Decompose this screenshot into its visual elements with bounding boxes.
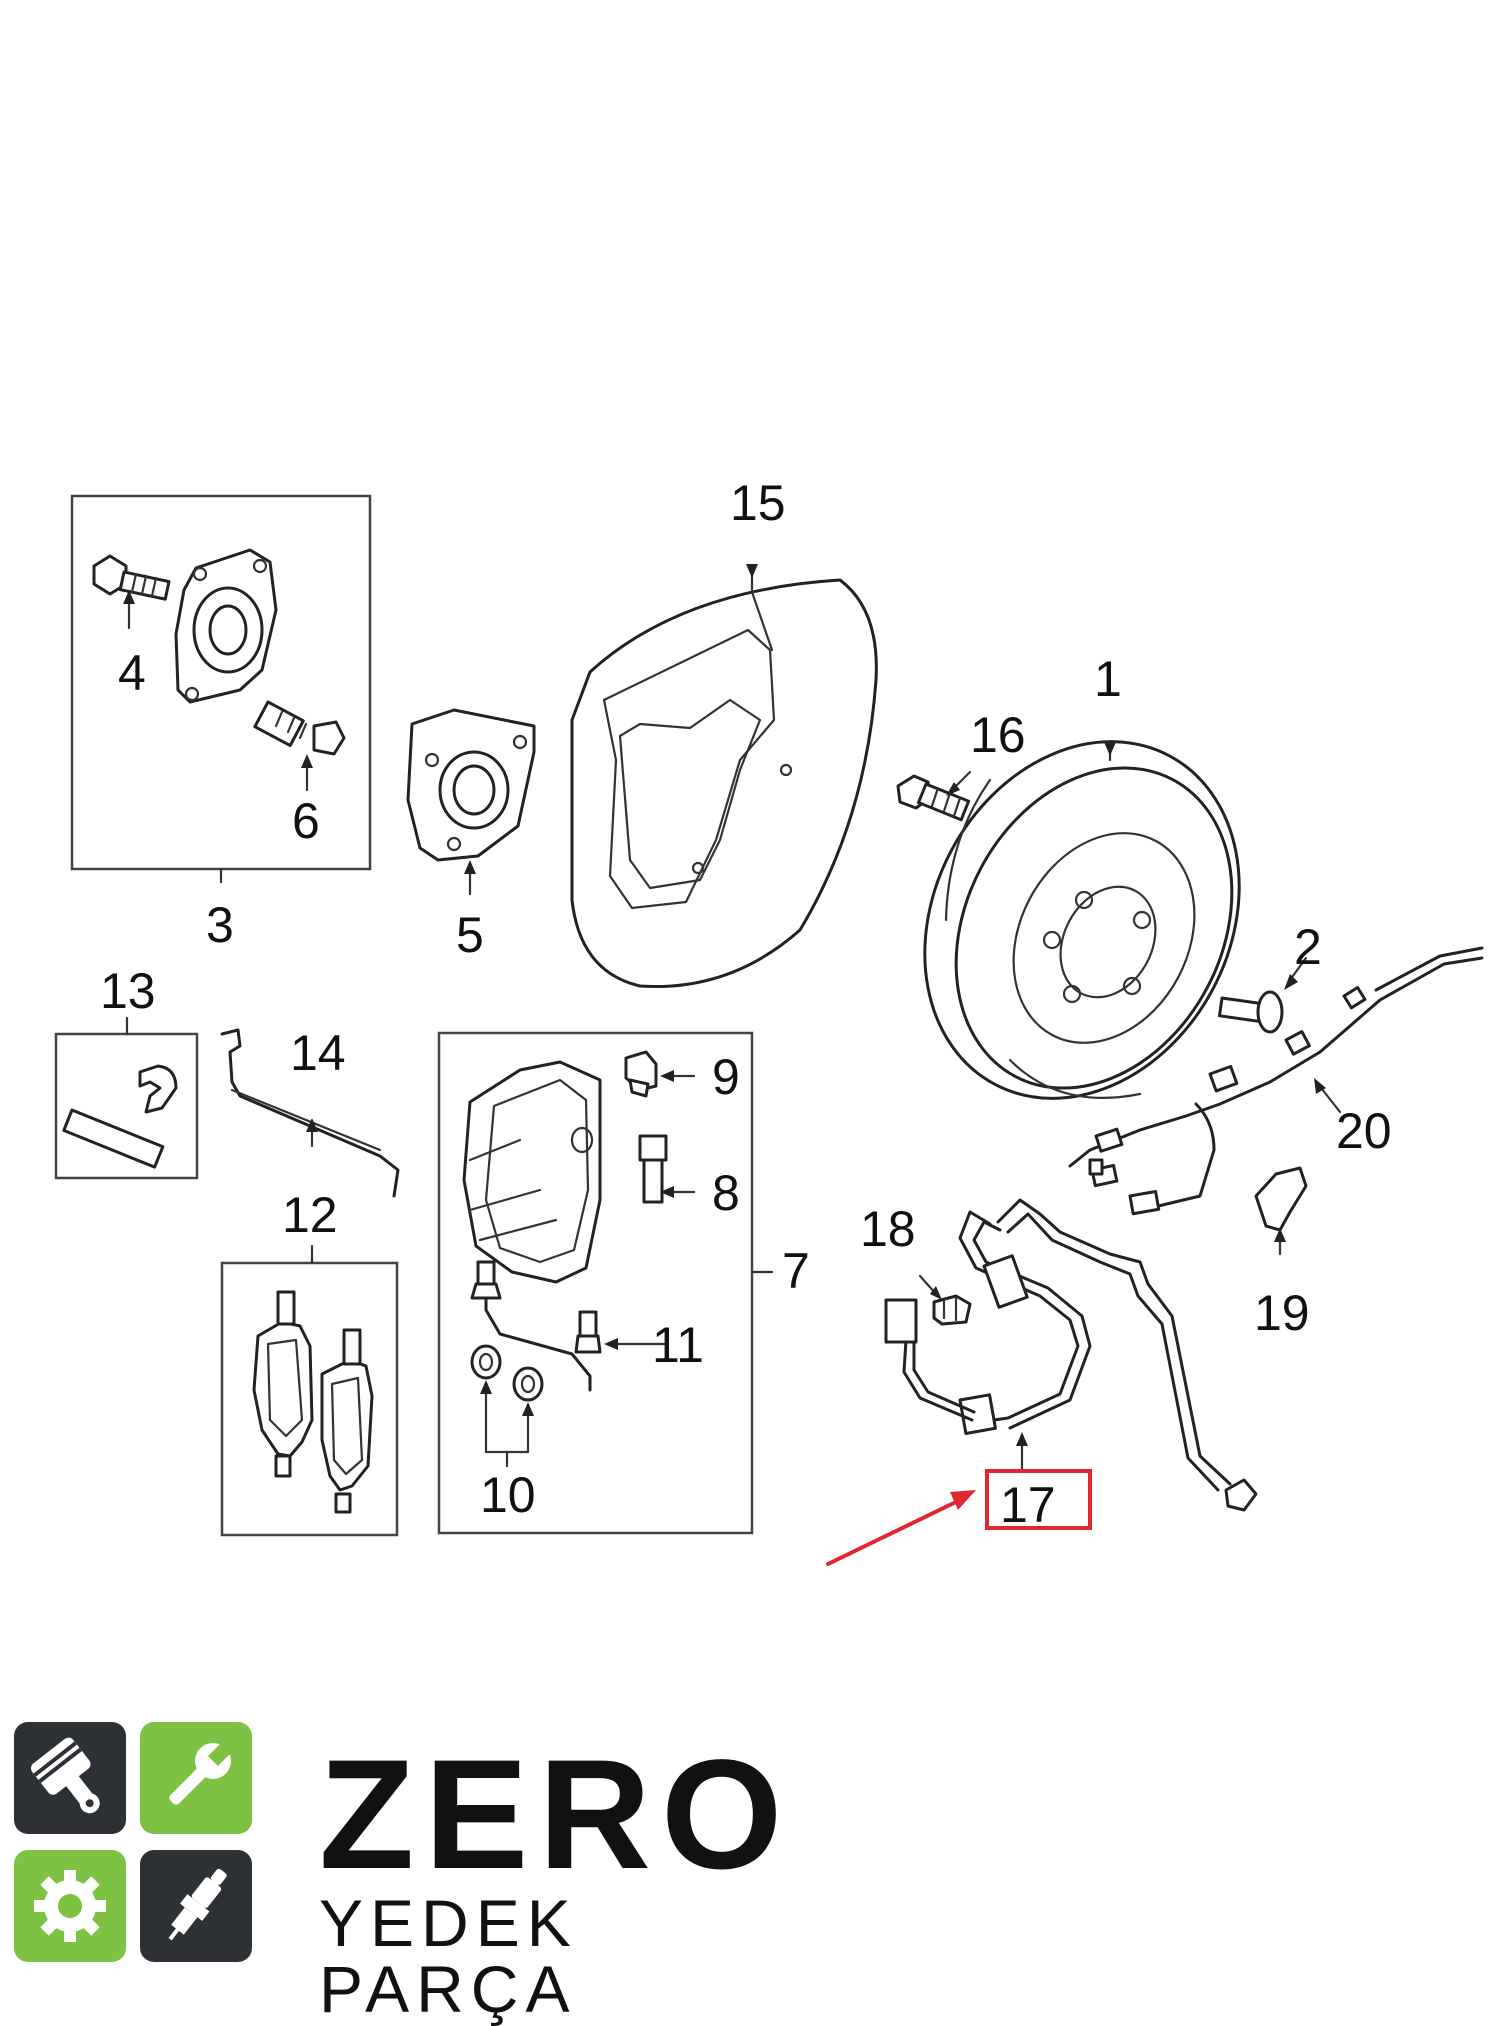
- callout-5: 5: [456, 907, 484, 963]
- part-group-box-7: [437, 1031, 754, 1535]
- splash-shield-15-drawing: [570, 564, 878, 989]
- wear-indicator-14-drawing: [220, 1028, 400, 1198]
- logo-tile-spark-plug: [140, 1850, 252, 1962]
- brand-subtitle: YEDEK PARÇA: [319, 1886, 578, 2026]
- piston-icon: [31, 1737, 100, 1814]
- spark-plug-icon: [168, 1868, 227, 1941]
- anti-rattle-clip-13-drawing: [62, 1064, 178, 1169]
- logo-tile-wrench: [140, 1722, 252, 1834]
- bolt-6-drawing: [253, 700, 346, 792]
- logo-tile-gear: [14, 1850, 126, 1962]
- highlight-arrowhead: [950, 1490, 976, 1510]
- brake-caliper-7-drawing: [462, 1060, 602, 1284]
- hub-carrier-5-drawing: [406, 708, 536, 896]
- callout-8: 8: [712, 1165, 740, 1221]
- callout-16: 16: [970, 707, 1026, 763]
- callout-3: 3: [206, 897, 234, 953]
- callout-11: 11: [652, 1317, 704, 1373]
- callout-6: 6: [292, 793, 320, 849]
- callout-14: 14: [290, 1025, 346, 1081]
- part-group-box-12: [220, 1261, 399, 1537]
- wheel-hub-drawing: [174, 548, 278, 704]
- callout-15: 15: [730, 475, 786, 531]
- callout-12: 12: [282, 1187, 338, 1243]
- brake-hose-17-drawing: [884, 1198, 1258, 1512]
- callout-20: 20: [1336, 1103, 1392, 1159]
- logo-tile-piston: [14, 1722, 126, 1834]
- callout-10: 10: [480, 1467, 536, 1523]
- callout-2: 2: [1294, 919, 1322, 975]
- callout-7: 7: [782, 1243, 810, 1299]
- bolt-16-drawing: [896, 770, 972, 822]
- bleed-screw-9-drawing: [624, 1050, 696, 1098]
- callout-9: 9: [712, 1049, 740, 1105]
- brake-parts-diagram: 1 2 3 4 5 6 7 8 9 10 11 12 13 14 15 16 1…: [54, 475, 1484, 1566]
- brake-line-11-drawing: [470, 1260, 666, 1392]
- clip-19-drawing: [1254, 1166, 1308, 1256]
- brake-pads-12-drawing: [252, 1290, 374, 1514]
- highlight-box: [985, 1469, 1092, 1530]
- callout-13: 13: [100, 963, 156, 1019]
- washers-10-drawing: [470, 1344, 544, 1468]
- gear-icon: [34, 1870, 106, 1942]
- screw-2-drawing: [1217, 956, 1308, 1034]
- brand-name: ZERO: [319, 1728, 793, 1902]
- brand-logo: ZERO YEDEK PARÇA: [14, 1722, 814, 2022]
- sensor-harness-20-drawing: [1068, 946, 1484, 1216]
- callout-18: 18: [860, 1201, 916, 1257]
- callout-19: 19: [1254, 1285, 1310, 1341]
- bolt-4-drawing: [92, 554, 171, 630]
- highlight-arrow: [826, 1498, 962, 1566]
- callout-1: 1: [1094, 651, 1122, 707]
- clip-18-drawing: [918, 1274, 972, 1326]
- callout-4: 4: [118, 645, 146, 701]
- brake-disc-1-drawing: [923, 740, 1241, 1100]
- wrench-icon: [169, 1741, 233, 1805]
- guide-pin-8-drawing: [638, 1134, 696, 1204]
- callout-17: 17: [1000, 1477, 1056, 1533]
